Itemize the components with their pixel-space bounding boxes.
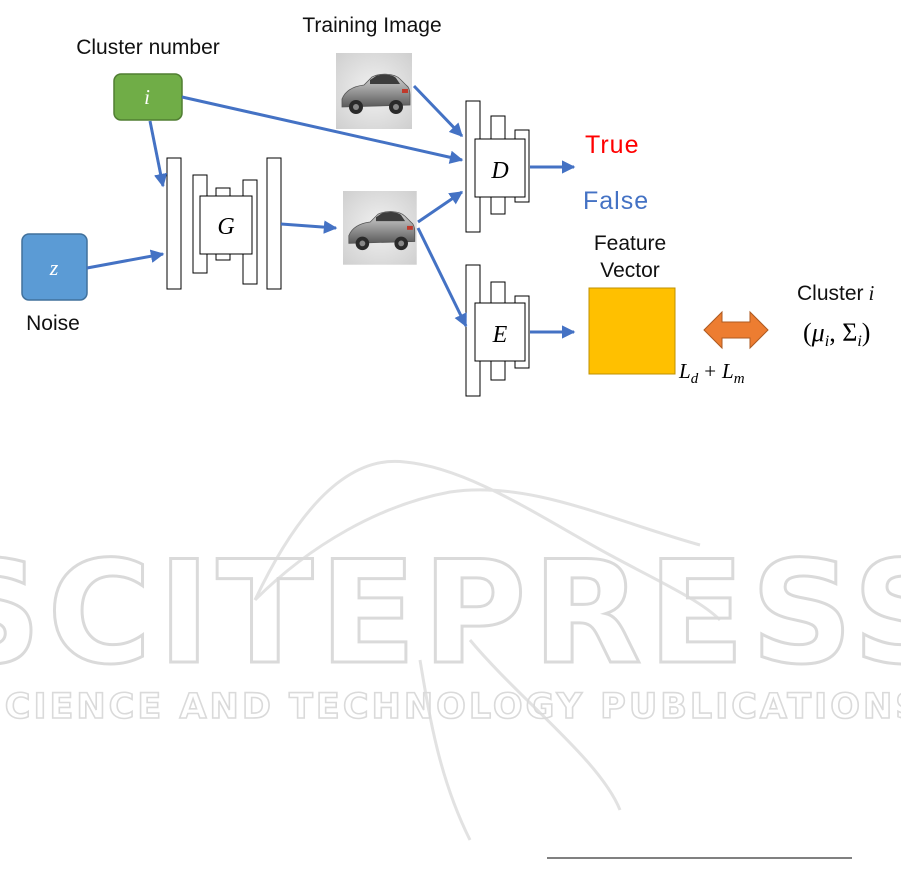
arrow-generator-to-image (281, 224, 336, 228)
vector-label: Vector (600, 259, 660, 282)
generator-network: G (167, 158, 281, 289)
false-label: False (583, 187, 649, 215)
cluster-number-box: i (114, 74, 182, 120)
noise-box: z (22, 234, 87, 300)
arrow-cluster-to-generator (150, 121, 163, 186)
encoder-symbol: E (492, 322, 508, 348)
cluster-index-symbol: i (144, 85, 150, 109)
arrow-noise-to-generator (87, 254, 163, 268)
encoder-network: E (466, 265, 529, 396)
feature-label: Feature (594, 232, 666, 255)
arrow-image-to-discriminator (418, 192, 462, 222)
noise-variable-symbol: z (49, 255, 59, 280)
noise-label: Noise (26, 312, 80, 335)
training-image-label: Training Image (302, 14, 441, 37)
discriminator-network: D (466, 101, 529, 232)
cluster-distribution-label: (μi, Σi) (803, 318, 870, 350)
arrow-cluster-to-discriminator (182, 97, 462, 160)
double-arrow-icon (704, 312, 768, 348)
loss-label: Ld+Lm (678, 359, 745, 387)
true-label: True (585, 131, 639, 159)
generated-image: car-image-icon (343, 191, 417, 265)
training-image: car-image-icon (336, 53, 412, 129)
generator-symbol: G (217, 214, 234, 240)
arrow-training-to-discriminator (414, 86, 462, 136)
cluster-number-label: Cluster number (76, 36, 220, 59)
arrow-image-to-encoder (418, 228, 466, 326)
feature-vector-box (589, 288, 675, 374)
watermark-sub-text: SCIENCE AND TECHNOLOGY PUBLICATIONS (0, 687, 901, 727)
discriminator-symbol: D (490, 158, 508, 184)
watermark: SCITEPRESS SCIENCE AND TECHNOLOGY PUBLIC… (0, 461, 901, 840)
watermark-main-text: SCITEPRESS (0, 531, 901, 696)
